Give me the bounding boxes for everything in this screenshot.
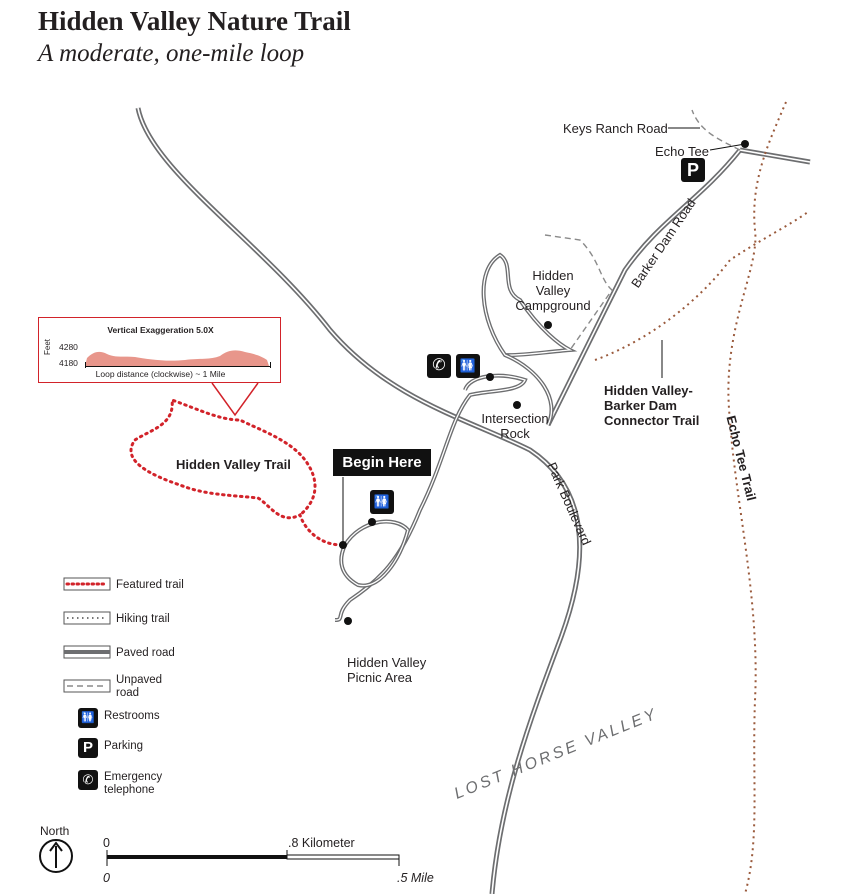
profile-callout-pointer	[211, 382, 259, 417]
profile-y-top: 4280	[59, 342, 78, 352]
profile-chart	[85, 350, 271, 368]
trailhead-parking-loop	[339, 519, 411, 588]
picnic-area-marker	[344, 617, 352, 625]
legend-hiking-trail: Hiking trail	[116, 613, 170, 625]
label-hidden-valley-trail: Hidden Valley Trail	[176, 457, 291, 472]
legend-restrooms: Restrooms	[104, 710, 160, 722]
intersection-rock-marker	[513, 401, 521, 409]
scale-km-label: .8 Kilometer	[288, 836, 355, 850]
begin-here-badge: Begin Here	[333, 449, 431, 476]
echo-tee-leader	[709, 143, 746, 151]
scale-mile-label: .5 Mile	[397, 871, 434, 885]
label-keys-ranch-road: Keys Ranch Road	[563, 121, 668, 136]
label-campground: Hidden Valley Campground	[515, 268, 591, 313]
parking-icon: P	[681, 158, 705, 182]
label-intersection-rock: Intersection Rock	[481, 411, 549, 441]
scale-zero-km: 0	[103, 836, 110, 850]
profile-y-unit: Feet	[43, 338, 52, 355]
campground-marker	[544, 321, 552, 329]
legend-restroom-icon: 🚻	[78, 708, 98, 728]
profile-title: Vertical Exaggeration 5.0X	[107, 325, 214, 335]
keys-ranch-road	[691, 109, 741, 151]
elevation-profile: Vertical Exaggeration 5.0X 4280 4180 Fee…	[38, 317, 281, 383]
restroom-icon: 🚻	[456, 354, 480, 378]
legend-parking: Parking	[104, 740, 143, 752]
telephone-icon: ✆	[427, 354, 451, 378]
hidden-valley-trail-loop	[129, 397, 344, 547]
legend-unpaved-road: Unpaved road	[116, 674, 163, 699]
legend-parking-icon: P	[78, 738, 98, 758]
map-subtitle: A moderate, one-mile loop	[38, 40, 305, 67]
trailhead-restroom-marker	[368, 518, 376, 526]
scale-zero-mile: 0	[103, 871, 110, 885]
scale-bar	[106, 850, 400, 866]
phone-restroom-marker	[486, 373, 494, 381]
legend-featured-trail: Featured trail	[116, 579, 184, 591]
north-label: North	[40, 824, 70, 838]
profile-x-label: Loop distance (clockwise) ~ 1 Mile	[95, 369, 226, 379]
campground-unpaved-road	[544, 234, 613, 351]
label-echo-tee: Echo Tee	[655, 144, 709, 159]
connector-trail	[594, 211, 809, 361]
legend-emergency-telephone: Emergency telephone	[104, 771, 163, 796]
trailhead-restroom-icon: 🚻	[370, 490, 394, 514]
label-connector-trail: Hidden Valley- Barker Dam Connector Trai…	[604, 383, 700, 428]
legend-telephone-icon: ✆	[78, 770, 98, 790]
profile-y-bottom: 4180	[59, 358, 78, 368]
echo-tee-trail	[727, 101, 787, 894]
label-picnic-area: Hidden Valley Picnic Area	[347, 655, 427, 685]
map-title: Hidden Valley Nature Trail	[38, 6, 351, 36]
legend-paved-road: Paved road	[116, 647, 175, 659]
